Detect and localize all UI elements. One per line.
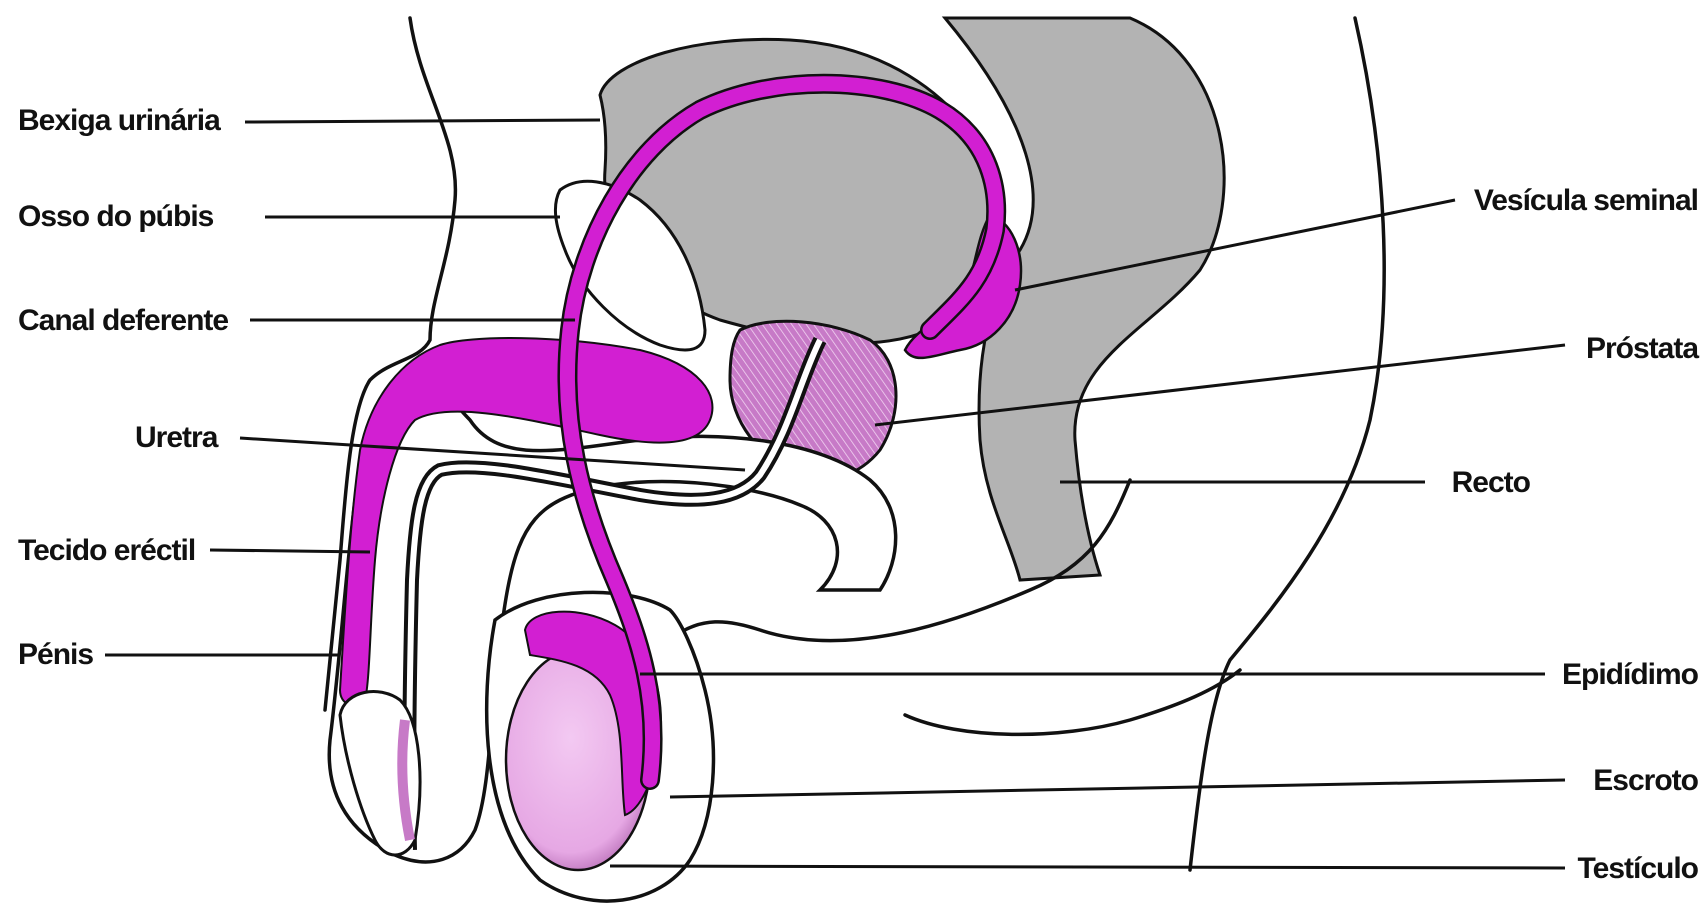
- label-bladder: Bexiga urinária: [18, 104, 221, 137]
- leader-scrotum: [670, 780, 1565, 797]
- leader-erectile-tissue: [210, 550, 370, 552]
- label-testicle: Testículo: [1578, 852, 1699, 885]
- label-scrotum: Escroto: [1593, 764, 1698, 797]
- label-prostate: Próstata: [1586, 332, 1699, 365]
- label-rectum: Recto: [1452, 466, 1531, 499]
- label-epididymis: Epidídimo: [1562, 658, 1699, 691]
- label-erectile-tissue: Tecido eréctil: [18, 534, 195, 567]
- label-seminal-vesicle: Vesícula seminal: [1474, 184, 1698, 217]
- label-pubic-bone: Osso do púbis: [18, 200, 214, 233]
- label-penis: Pénis: [18, 638, 93, 671]
- leader-bladder: [245, 120, 600, 122]
- leader-testicle: [610, 866, 1565, 868]
- label-vas-deferens: Canal deferente: [18, 304, 228, 337]
- label-urethra: Uretra: [135, 421, 219, 454]
- buttock-outline: [905, 670, 1240, 734]
